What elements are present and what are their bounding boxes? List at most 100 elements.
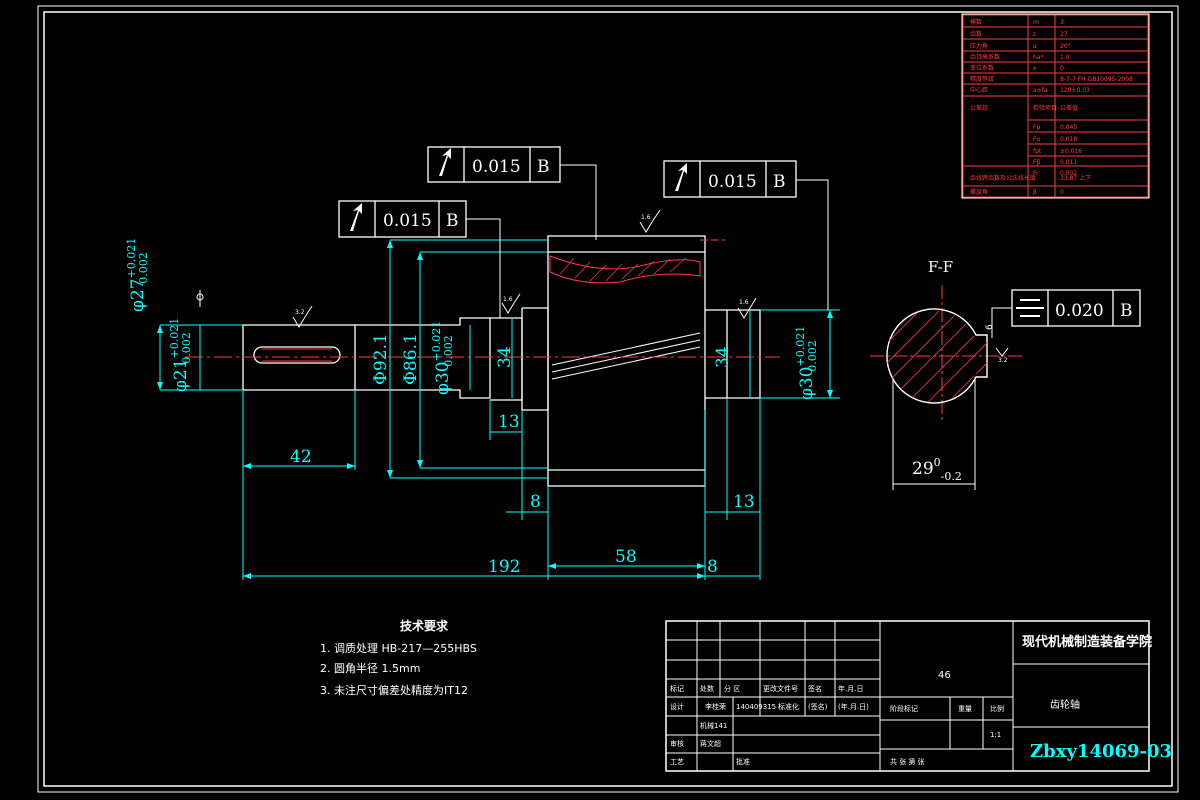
svg-text:0.015: 0.015 (383, 211, 432, 231)
svg-text:140409315: 140409315 (736, 703, 776, 711)
param-cell: ±0.016 (1060, 148, 1082, 155)
runout-icon (350, 203, 362, 231)
param-cell: 齿数 (970, 30, 982, 38)
param-cell: 中心距 (970, 86, 988, 94)
dim-d86: Φ86.1 (401, 333, 421, 385)
tech-requirements: 技术要求 1. 调质处理 HB-217—255HBS 2. 圆角半径 1.5mm… (320, 618, 477, 697)
param-cell: 27 (1060, 31, 1068, 38)
tolerance-frame-3: 0.015 B (663, 160, 829, 310)
svg-text:(年.月.日): (年.月.日) (838, 702, 869, 711)
dimension-lines (159, 239, 840, 580)
param-cell: 螺旋角 (970, 188, 988, 196)
param-cell: 0.011 (1060, 159, 1077, 166)
svg-text:重量: 重量 (958, 705, 972, 713)
param-cell: z (1033, 31, 1036, 38)
svg-text:B: B (537, 157, 550, 177)
svg-text:阶段标记: 阶段标记 (890, 704, 918, 713)
svg-text:批准: 批准 (736, 757, 750, 766)
svg-text:比例: 比例 (990, 704, 1004, 713)
tolerance-frame-2: 0.015 B (427, 146, 597, 240)
param-cell: 1.0 (1060, 54, 1070, 61)
svg-text:6: 6 (985, 324, 995, 330)
param-cell: 变位系数 (970, 64, 994, 72)
roughness-values: 1.6 3.2 1.6 1.6 (295, 214, 749, 316)
param-cell: 0.018 (1060, 136, 1077, 143)
param-cell: 压力角 (970, 42, 988, 50)
param-cell: 检验项目 (1033, 104, 1057, 112)
svg-text:更改文件号: 更改文件号 (763, 684, 798, 693)
param-cell: 0 (1060, 65, 1064, 72)
svg-text:审核: 审核 (670, 739, 684, 748)
param-cell: 精度等级 (970, 75, 994, 83)
svg-text:标准化: 标准化 (778, 702, 799, 711)
shaft-view (242, 235, 761, 487)
param-cell: Fr (1033, 170, 1039, 177)
svg-text:2. 圆角半径 1.5mm: 2. 圆角半径 1.5mm (320, 661, 420, 675)
svg-text:B: B (446, 211, 459, 231)
symmetry-icon (1016, 299, 1044, 317)
svg-text:3.2: 3.2 (295, 309, 305, 316)
svg-text:3. 未注尺寸偏差处精度为IT12: 3. 未注尺寸偏差处精度为IT12 (320, 683, 468, 697)
title-block (665, 620, 1150, 772)
school-name: 现代机械制造装备学院 (1022, 634, 1152, 650)
part-name: 齿轮轴 (1050, 698, 1080, 711)
svg-text:技术要求: 技术要求 (400, 618, 449, 633)
param-cell: α (1033, 43, 1037, 50)
svg-text:分 区: 分 区 (724, 684, 740, 693)
param-cell: 0.045 (1060, 124, 1077, 131)
param-cell: ha* (1033, 54, 1043, 61)
svg-text:3.2: 3.2 (998, 357, 1008, 364)
svg-text:共 张 第 张: 共 张 第 张 (890, 757, 925, 766)
svg-text:1. 调质处理 HB-217—255HBS: 1. 调质处理 HB-217—255HBS (320, 642, 477, 655)
svg-text:1.6: 1.6 (641, 214, 651, 221)
dim-d92: Φ92.1 (371, 333, 391, 385)
dimension-arrows (157, 240, 833, 579)
param-cell: 公差组 (970, 104, 988, 112)
param-cell: 齿线跨齿数及公法线长度 (970, 174, 1036, 182)
svg-text:(签名): (签名) (808, 702, 828, 711)
param-cell: 齿顶高系数 (970, 53, 1000, 61)
dim-d21: φ21+0.0210.002 (168, 318, 193, 392)
dim-13a: 13 (498, 412, 520, 432)
param-cell: 8-7-7 FH GB10095-2008 (1060, 76, 1133, 83)
param-cell: 33.87 上下 (1060, 174, 1091, 182)
svg-text:李桂荣: 李桂荣 (705, 702, 726, 711)
svg-text:0.015: 0.015 (708, 172, 757, 192)
svg-text:标记: 标记 (670, 684, 684, 693)
outer-border (37, 5, 1179, 793)
param-cell: 120±0.03 (1060, 87, 1090, 94)
param-cell: 0 (1060, 189, 1064, 196)
param-cell: m (1033, 19, 1039, 26)
runout-icon (675, 163, 687, 191)
svg-text:工艺: 工艺 (670, 758, 684, 766)
svg-text:蒋文超: 蒋文超 (700, 739, 721, 748)
param-cell: 公差值 (1060, 104, 1078, 112)
param-cell: fpt (1033, 148, 1042, 155)
svg-text:1.6: 1.6 (739, 299, 749, 306)
param-cell: 3 (1060, 19, 1064, 26)
dim-58: 58 (615, 547, 637, 567)
title-block-text: 标记 处数 分 区 更改文件号 签名 年.月.日 设计 李桂荣 14040931… (670, 684, 1004, 766)
svg-text:0.020: 0.020 (1055, 301, 1104, 321)
svg-text:设计: 设计 (670, 702, 684, 711)
drawing-number: Zbxy14069-03 (1030, 741, 1172, 762)
dim-d27: φ27+0.0210.002 (125, 238, 150, 312)
svg-text:B: B (773, 172, 786, 192)
svg-text:处数: 处数 (700, 684, 714, 693)
material-label: 46 (938, 670, 951, 681)
dim-34a: 34 (495, 346, 515, 368)
dim-42: 42 (290, 447, 312, 467)
dim-13b: 13 (733, 492, 755, 512)
dim-8a: 8 (530, 492, 541, 512)
svg-text:F-F: F-F (928, 258, 953, 276)
svg-text:290-0.2: 290-0.2 (912, 456, 962, 483)
dimension-texts: φ27+0.0210.002 φ21+0.0210.002 Φ92.1 Φ86.… (125, 238, 819, 577)
svg-text:1:1: 1:1 (990, 731, 1001, 739)
section-view: F-F 0.020 B 290-0.2 6 (870, 258, 1141, 490)
svg-text:0.015: 0.015 (472, 157, 521, 177)
svg-text:机械141: 机械141 (700, 721, 727, 730)
param-cell: Fp (1033, 124, 1040, 131)
param-cell: β (1033, 189, 1037, 196)
